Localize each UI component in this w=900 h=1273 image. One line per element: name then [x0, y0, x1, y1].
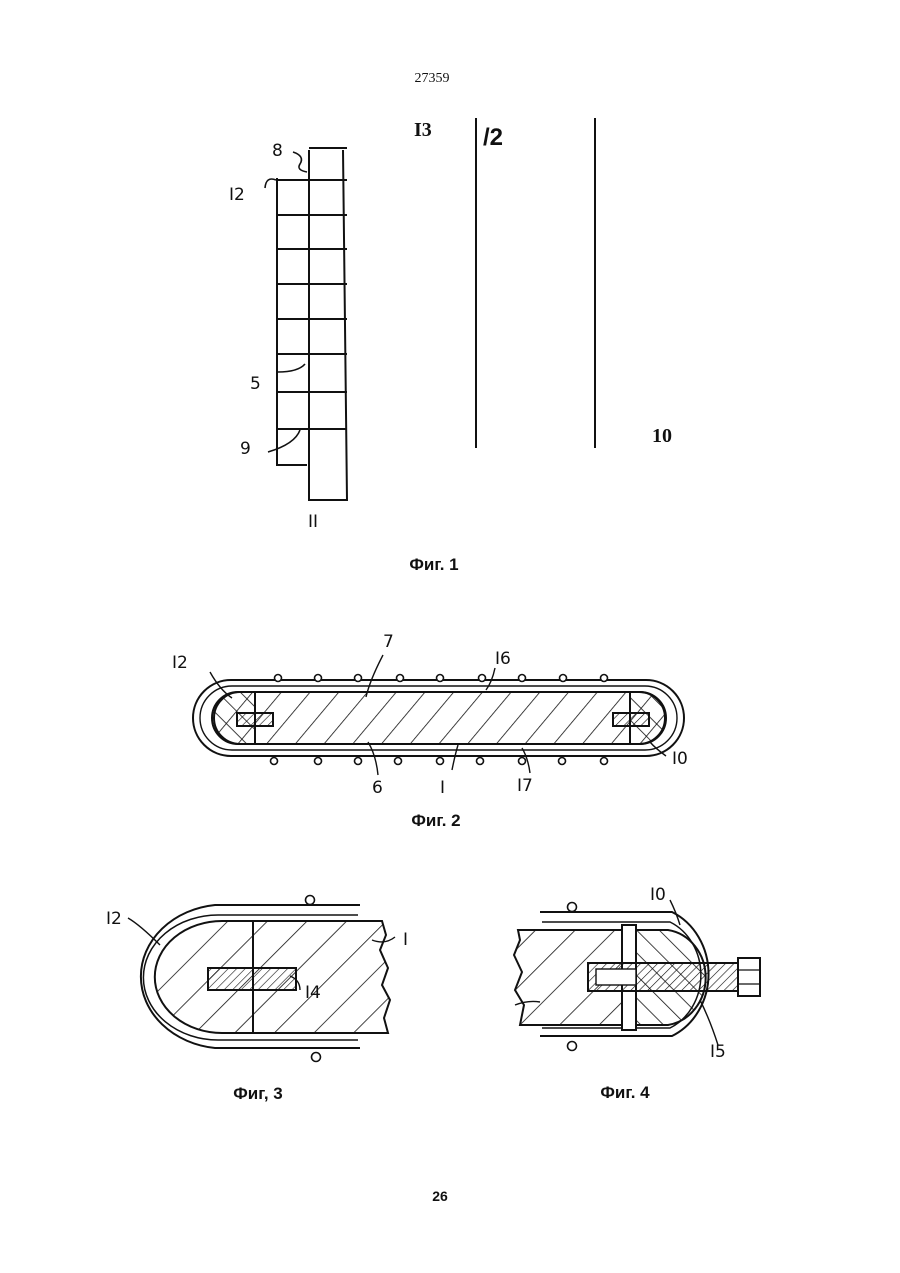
- fig1-label-12: I2: [229, 185, 245, 205]
- figure-4: [514, 900, 760, 1045]
- fig1-label-10: 10: [652, 425, 672, 447]
- page-number: 26: [432, 1188, 448, 1204]
- fig1-label-8: 8: [272, 141, 283, 161]
- fig2-label-1: I: [440, 778, 445, 798]
- figure-1: [265, 118, 595, 500]
- fig2-label-12: I2: [172, 653, 188, 673]
- fig4-label-10: I0: [650, 885, 666, 905]
- fig2-label-10: I0: [672, 749, 688, 769]
- fig1-label-9: 9: [240, 439, 251, 459]
- fig3-caption: Фиг, 3: [233, 1084, 282, 1103]
- figure-3: [128, 905, 395, 1048]
- fig4-label-15: I5: [710, 1042, 726, 1062]
- fig3-label-1: I: [403, 930, 408, 950]
- fig2-label-6: 6: [372, 778, 383, 798]
- fig1-label-5: 5: [250, 374, 261, 394]
- fig3-label-14: I4: [305, 983, 321, 1003]
- fig4-caption: Фиг. 4: [600, 1083, 650, 1102]
- fig1-label-11: II: [308, 512, 318, 532]
- fig2-label-17: I7: [517, 776, 533, 796]
- fig3-label-12: I2: [106, 909, 122, 929]
- fig2-label-7: 7: [383, 632, 394, 652]
- document-number: 27359: [415, 71, 450, 86]
- fig1-label-2: /2: [483, 124, 503, 151]
- fig2-caption: Фиг. 2: [411, 811, 460, 830]
- fig1-caption: Фиг. 1: [409, 555, 458, 574]
- fig1-label-13: I3: [414, 119, 432, 141]
- fig2-label-16: I6: [495, 649, 511, 669]
- figure-1-labels: 8 I2 5 9 II I3 /2 10 Фиг. 1: [229, 119, 672, 574]
